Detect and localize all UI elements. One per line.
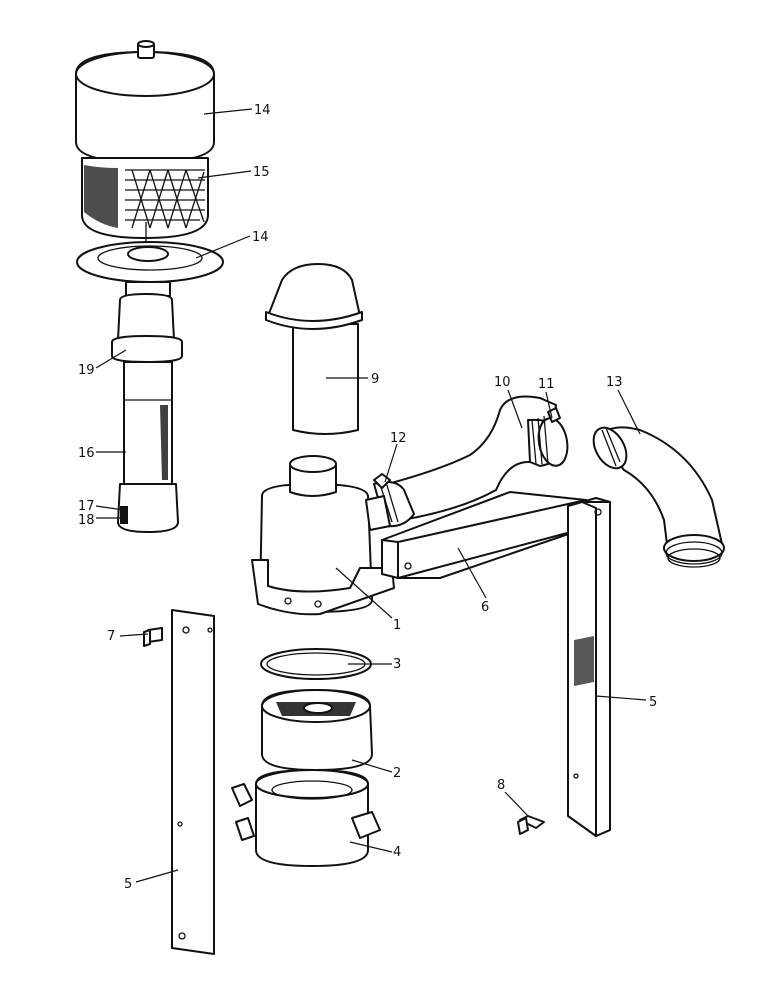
callout-hose-clip-b: 12 [390,431,407,446]
callout-centre-tube: 16 [78,446,95,461]
dust-bowl-part [231,769,381,867]
callout-tube-end-b: 18 [78,513,95,528]
callout-bolt-right: 8 [497,778,505,793]
callout-cover-plate: 14 [252,230,269,245]
callout-filter-element: 15 [253,165,270,180]
mounting-strap-right-part [567,497,611,837]
callout-bolt-left: 7 [107,629,115,644]
callout-cover-top: 14 [254,103,271,118]
leader-lines [95,108,647,883]
cover-plate-part [76,222,224,283]
filter-element-part [81,157,209,239]
callout-elbow-hose: 13 [606,375,623,390]
elbow-hose-part [592,426,725,568]
callout-dust-bowl: 4 [393,845,401,860]
callout-tube-end-a: 17 [78,499,95,514]
bolt-left-part [143,627,163,647]
intake-hose-part [373,395,569,528]
centre-tube-part [111,281,183,533]
cover-top-part [75,40,215,163]
callout-intake-hose: 10 [494,375,511,390]
callout-rain-cap: 9 [371,372,379,387]
callout-support-bracket: 6 [481,600,489,615]
mounting-strap-left-part [171,609,215,955]
callout-hose-clip-a: 11 [538,377,555,392]
air-cleaner-body-part [251,455,395,616]
callout-mounting-strap-right: 5 [649,695,657,710]
callout-sealing-ring: 3 [393,657,401,672]
pre-cleaner-part [261,689,373,771]
callout-pre-cleaner: 2 [393,766,401,781]
bolt-right-part [517,815,545,835]
rain-cap-part [265,263,363,435]
callout-air-cleaner-body: 1 [393,618,401,633]
callout-sleeve-ring: 19 [78,363,95,378]
callout-mounting-strap-left: 5 [124,877,132,892]
